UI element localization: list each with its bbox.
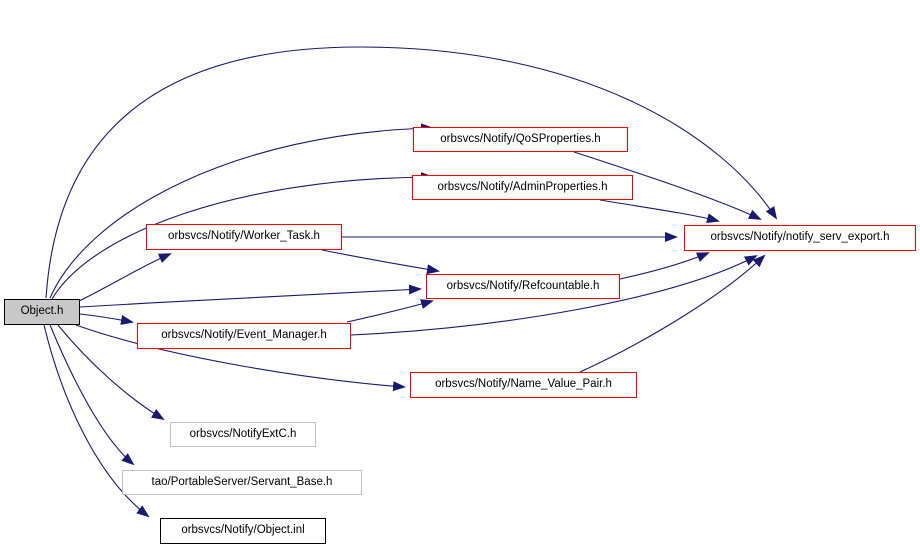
edge-object-h-to-eventmgr (79, 313, 134, 325)
edge-object-h-to-worker (78, 253, 172, 302)
node-servantbase[interactable]: tao/PortableServer/Servant_Base.h (122, 470, 362, 495)
edge-nvp-to-export (579, 254, 766, 373)
edge-object-h-to-export (45, 46, 778, 299)
edge-object-h-to-servantbase (49, 324, 135, 466)
edge-qos-to-export (573, 151, 762, 220)
edge-refcount-to-export (619, 252, 710, 280)
edge-eventmgr-to-export (350, 255, 758, 336)
edge-object-h-to-qos (49, 123, 434, 299)
edge-object-h-to-admin (51, 172, 434, 300)
node-eventmgr[interactable]: orbsvcs/Notify/Event_Manager.h (137, 323, 351, 349)
edge-object-h-to-refcount (79, 284, 422, 308)
node-object-h: Object.h (4, 299, 80, 325)
edge-eventmgr-to-refcount (346, 299, 434, 323)
edge-worker-to-refcount (321, 249, 440, 275)
edge-object-h-to-notifyext (57, 324, 165, 421)
node-objectinl[interactable]: orbsvcs/Notify/Object.inl (160, 518, 326, 544)
node-nvp[interactable]: orbsvcs/Notify/Name_Value_Pair.h (410, 372, 637, 398)
node-worker[interactable]: orbsvcs/Notify/Worker_Task.h (146, 224, 342, 250)
edge-admin-to-export (599, 199, 720, 223)
node-qos[interactable]: orbsvcs/Notify/QoSProperties.h (413, 127, 628, 152)
node-notifyext[interactable]: orbsvcs/NotifyExtC.h (170, 422, 316, 447)
edge-object-h-to-nvp (75, 324, 406, 392)
node-admin[interactable]: orbsvcs/Notify/AdminProperties.h (412, 175, 633, 200)
node-export[interactable]: orbsvcs/Notify/notify_serv_export.h (684, 225, 916, 251)
node-refcount[interactable]: orbsvcs/Notify/Refcountable.h (426, 274, 620, 299)
edge-object-h-to-objectinl (43, 324, 150, 518)
